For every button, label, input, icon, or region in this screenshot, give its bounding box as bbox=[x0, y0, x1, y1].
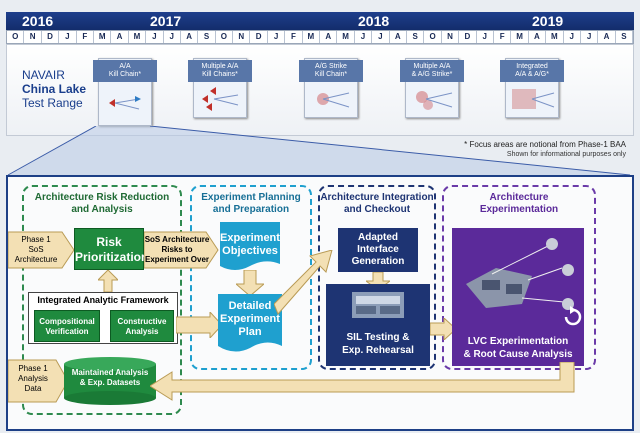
sil-testing-box: SIL Testing & Exp. Rehearsal bbox=[326, 284, 430, 366]
up-arrow bbox=[98, 270, 118, 292]
month-cell: S bbox=[198, 31, 216, 43]
kill-chain-icon bbox=[317, 92, 350, 108]
month-cell: J bbox=[581, 31, 599, 43]
input-arrow bbox=[8, 231, 75, 269]
month-cell: D bbox=[42, 31, 60, 43]
kill-chain-icon bbox=[512, 89, 555, 109]
phase-integration bbox=[318, 185, 436, 370]
loop-arrow-icon bbox=[564, 306, 582, 326]
month-cell: A bbox=[320, 31, 338, 43]
phase-risk-reduction bbox=[22, 185, 182, 415]
month-cell: A bbox=[598, 31, 616, 43]
focus-note: * Focus areas are notional from Phase-1 … bbox=[464, 140, 626, 149]
month-cell: J bbox=[59, 31, 77, 43]
month-cell: M bbox=[511, 31, 529, 43]
datasets-cylinder bbox=[64, 357, 156, 405]
month-cell: F bbox=[285, 31, 303, 43]
year-label: 2016 bbox=[22, 13, 54, 29]
month-cell: M bbox=[546, 31, 564, 43]
month-cell: N bbox=[24, 31, 42, 43]
month-cell: J bbox=[477, 31, 494, 43]
test-range-label: NAVAIR China Lake Test Range bbox=[22, 68, 87, 110]
month-cell: F bbox=[77, 31, 94, 43]
month-cell: F bbox=[494, 31, 512, 43]
month-cell: D bbox=[250, 31, 268, 43]
lvc-network-icon bbox=[466, 238, 574, 310]
kill-chain-icon bbox=[416, 91, 453, 110]
plan-to-interface-arrow bbox=[274, 250, 333, 315]
year-label: 2019 bbox=[532, 13, 564, 29]
year-bar: 2016 2017 2018 2019 bbox=[6, 12, 634, 30]
month-cell: M bbox=[94, 31, 112, 43]
month-cell: S bbox=[616, 31, 634, 43]
month-cell: A bbox=[390, 31, 407, 43]
kill-chain-icon bbox=[202, 87, 239, 111]
framework-title: Integrated Analytic Framework bbox=[37, 295, 169, 305]
year-label: 2017 bbox=[150, 13, 182, 29]
month-cell: J bbox=[372, 31, 390, 43]
month-cell: O bbox=[424, 31, 442, 43]
objectives-doc bbox=[220, 222, 280, 270]
month-cell: J bbox=[146, 31, 164, 43]
month-cell: J bbox=[564, 31, 581, 43]
framework-to-plan-arrow bbox=[176, 312, 223, 338]
month-cell: J bbox=[164, 31, 181, 43]
datasets-label: Maintained Analysis& Exp. Datasets bbox=[71, 368, 149, 387]
month-cell: O bbox=[7, 31, 25, 43]
phase-experiment-planning bbox=[190, 185, 312, 370]
month-cell: J bbox=[355, 31, 373, 43]
phase-experimentation bbox=[442, 185, 596, 370]
kill-chain-title: Multiple A/A& A/G Strike* bbox=[400, 60, 464, 82]
month-cell: M bbox=[303, 31, 321, 43]
month-cell: M bbox=[337, 31, 355, 43]
plan-doc bbox=[218, 294, 282, 352]
month-cell: S bbox=[407, 31, 425, 43]
month-cell: J bbox=[268, 31, 286, 43]
data-input-arrow bbox=[8, 359, 69, 403]
lvc-label: LVC Experimentation& Root Cause Analysis bbox=[463, 336, 573, 360]
year-label: 2018 bbox=[358, 13, 390, 29]
feedback-arrow bbox=[150, 362, 575, 401]
month-cell: A bbox=[111, 31, 129, 43]
month-cell: D bbox=[459, 31, 477, 43]
kill-chain-icon bbox=[109, 96, 141, 110]
month-cell: N bbox=[233, 31, 251, 43]
sil-equipment-icon bbox=[352, 292, 404, 318]
month-cell: A bbox=[181, 31, 199, 43]
down-arrow bbox=[236, 270, 264, 296]
risks-arrow bbox=[144, 231, 219, 269]
month-cell: M bbox=[129, 31, 147, 43]
zoom-connector bbox=[7, 126, 631, 176]
month-cell: A bbox=[529, 31, 547, 43]
lvc-experimentation-box: LVC Experimentation& Root Cause Analysis bbox=[452, 228, 584, 366]
month-cell: O bbox=[216, 31, 234, 43]
info-note: Shown for informational purposes only bbox=[506, 151, 626, 158]
sil-to-lvc-arrow bbox=[430, 318, 456, 340]
month-cell: N bbox=[442, 31, 460, 43]
